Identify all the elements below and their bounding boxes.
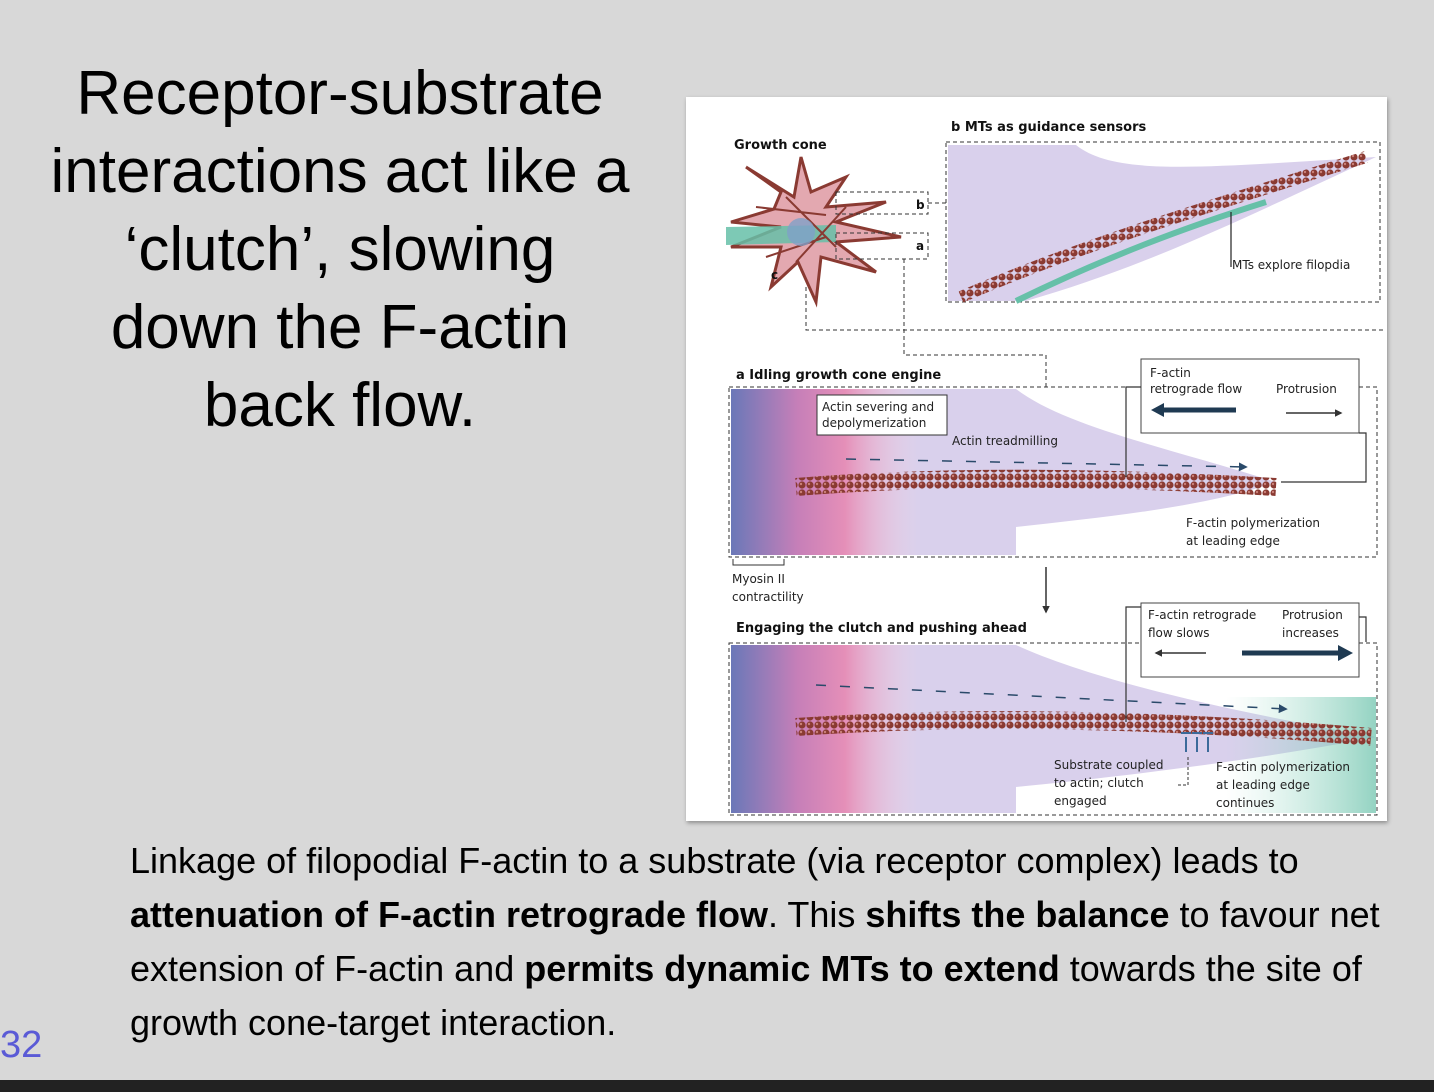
retrograde-legend-box	[1140, 358, 1360, 434]
panel-a-title: a Idling growth cone engine	[736, 368, 941, 383]
receptor-icons	[1181, 732, 1213, 752]
page-number: 32	[0, 1024, 43, 1066]
slide-caption: Linkage of filopodial F-actin to a subst…	[130, 834, 1400, 1050]
continues-line-1: F-actin polymerization	[1216, 760, 1350, 774]
bottom-bar	[0, 1080, 1434, 1092]
panel-b-microtubule	[1014, 199, 1267, 304]
continues-line-2: at leading edge	[1216, 778, 1310, 792]
title-line-2: interactions act like a	[50, 137, 630, 206]
increases-line-1: Protrusion	[1282, 608, 1343, 622]
caption-bold-2: shifts the balance	[865, 894, 1170, 935]
engaged-treadmill-arrows	[815, 684, 1288, 714]
poly-line-1: F-actin polymerization	[1186, 516, 1320, 530]
mts-explore-label: MTs explore filopdia	[1232, 258, 1350, 272]
growth-cone-drawing	[726, 156, 902, 308]
substrate-line-2: to actin; clutch	[1054, 776, 1144, 790]
substrate-line-1: Substrate coupled	[1054, 758, 1163, 772]
severing-line-1: Actin severing and	[822, 400, 934, 414]
panel-b-frame	[945, 141, 1381, 303]
engaging-title: Engaging the clutch and pushing ahead	[736, 621, 1027, 636]
panel-a-actin-bundle	[795, 469, 1277, 496]
box-a-letter: a	[916, 239, 924, 253]
panel-b-actin-bundle	[958, 151, 1368, 303]
slows-legend-box	[1140, 602, 1360, 678]
myosin-line-1: Myosin II	[732, 572, 785, 586]
severing-box	[816, 394, 948, 436]
title-line-1: Receptor-substrate	[76, 59, 604, 128]
slows-line-1: F-actin retrograde	[1148, 608, 1256, 622]
severing-line-2: depolymerization	[822, 416, 926, 430]
panel-b-title: b MTs as guidance sensors	[951, 120, 1146, 135]
panel-a-treadmill-arrows	[845, 458, 1248, 472]
protrusion-label: Protrusion	[1276, 382, 1337, 396]
figure-svg: Growth cone c b a b MTs as guidance sens…	[726, 120, 1386, 816]
slows-line-2: flow slows	[1148, 626, 1210, 640]
panel-a-frame	[728, 386, 1378, 558]
engaged-actin-bundle	[795, 711, 1372, 746]
callout-box-a	[835, 232, 929, 260]
growth-cone-clutch-figure: Growth cone c b a b MTs as guidance sens…	[686, 97, 1387, 821]
slide-title: Receptor-substrate interactions act like…	[20, 55, 660, 445]
title-line-4: down the F-actin	[110, 293, 570, 362]
substrate-line-3: engaged	[1054, 794, 1107, 808]
caption-bold-3: permits dynamic MTs to extend	[524, 948, 1060, 989]
retro-line-1: F-actin	[1150, 366, 1191, 380]
title-line-3: ‘clutch’, slowing	[124, 215, 556, 284]
myosin-line-2: contractility	[732, 590, 804, 604]
caption-bold-1: attenuation of F-actin retrograde flow	[130, 894, 769, 935]
title-line-5: back flow.	[203, 371, 477, 440]
caption-text-2: . This	[768, 894, 866, 935]
engaged-teal-zone	[1226, 697, 1376, 813]
growth-cone-label: Growth cone	[734, 138, 827, 153]
poly-line-2: at leading edge	[1186, 534, 1280, 548]
treadmilling-label: Actin treadmilling	[952, 434, 1058, 448]
increases-line-2: increases	[1282, 626, 1339, 640]
box-b-letter: b	[916, 198, 925, 212]
retro-line-2: retrograde flow	[1150, 382, 1242, 396]
caption-text-3: to favour net extension of F-actin and	[130, 894, 1380, 989]
callout-box-b	[835, 191, 929, 215]
engaged-panel-frame	[728, 642, 1378, 816]
continues-line-3: continues	[1216, 796, 1274, 810]
caption-text-1: Linkage of filopodial F-actin to a subst…	[130, 840, 1299, 881]
caption-text-4: towards the site of growth cone-target i…	[130, 948, 1362, 1043]
box-c-letter: c	[771, 268, 778, 282]
